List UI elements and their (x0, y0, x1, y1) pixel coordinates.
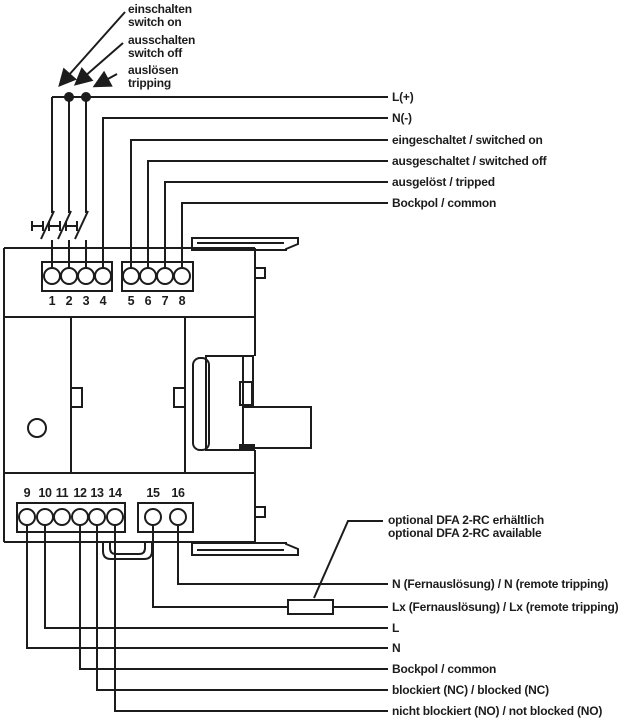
wire-label-n-minus: N(-) (392, 111, 412, 125)
housing-clip (173, 387, 186, 408)
callout-switch-on-en: switch on (128, 15, 182, 29)
callout-tripping-en: tripping (128, 76, 172, 90)
callout-switch-off-en: switch off (128, 46, 182, 60)
terminal-number-15: 15 (146, 486, 160, 500)
terminal-number-13: 13 (90, 486, 104, 500)
terminal-number-8: 8 (178, 294, 186, 308)
terminal-number-10: 10 (38, 486, 52, 500)
terminal-number-5: 5 (127, 294, 135, 308)
front-hole (27, 418, 47, 438)
wire-label-common-bottom: Bockpol / common (392, 662, 497, 676)
wire-label-l-plus: L(+) (392, 90, 414, 104)
junction-dot (81, 92, 91, 102)
terminal-number-3: 3 (82, 294, 90, 308)
wire-label-switched-on: eingeschaltet / switched on (392, 133, 543, 147)
release-tab (102, 542, 153, 560)
terminal-number-7: 7 (161, 294, 169, 308)
supply-bus-wires (51, 92, 388, 213)
terminal-number-1: 1 (48, 294, 56, 308)
terminal-number-14: 14 (108, 486, 122, 500)
optional-note-callout-line (313, 520, 383, 599)
wire-label-blocked-nc: blockiert (NC) / blocked (NC) (392, 683, 549, 697)
resistor-symbol (287, 599, 334, 615)
terminal-number-2: 2 (65, 294, 73, 308)
terminal-number-11: 11 (55, 486, 69, 500)
callout-switch-on-de: einschalten (128, 2, 192, 16)
terminal-number-4: 4 (99, 294, 107, 308)
terminal-number-16: 16 (171, 486, 185, 500)
wire-label-switched-off: ausgeschaltet / switched off (392, 154, 547, 168)
switch-symbols (31, 210, 89, 268)
toggle-handle (192, 355, 312, 451)
junction-dot (64, 92, 74, 102)
optional-note-en: optional DFA 2-RC available (388, 526, 542, 540)
terminal-number-6: 6 (144, 294, 152, 308)
callout-arrows (58, 11, 126, 88)
wire-label-n-remote: N (Fernauslösung) / N (remote tripping) (392, 577, 609, 591)
callout-switch-off-de: ausschalten (128, 33, 196, 47)
callout-tripping-de: auslösen (128, 63, 179, 77)
wire-label-lx-remote: Lx (Fernauslösung) / Lx (remote tripping… (392, 600, 619, 614)
wire-label-tripped: ausgelöst / tripped (392, 175, 495, 189)
terminal-number-12: 12 (73, 486, 87, 500)
wire-label-common-top: Bockpol / common (392, 196, 497, 210)
device-body-outline (3, 247, 256, 543)
top-signal-wires (102, 117, 388, 268)
wire-label-n: N (392, 641, 401, 655)
bottom-signal-wires (26, 525, 388, 712)
din-rail-flaps (191, 237, 299, 556)
wire-label-l: L (392, 621, 400, 635)
housing-clip (70, 387, 83, 408)
wire-label-not-blocked-no: nicht blockiert (NO) / not blocked (NO) (392, 704, 603, 718)
terminal-number-9: 9 (23, 486, 31, 500)
optional-note-de: optional DFA 2-RC erhältlich (388, 513, 544, 527)
